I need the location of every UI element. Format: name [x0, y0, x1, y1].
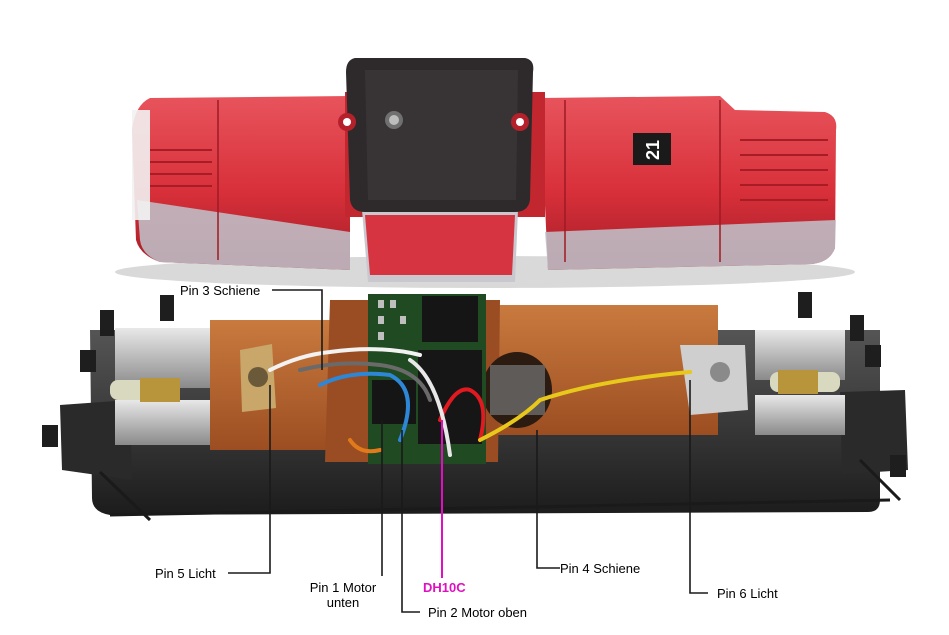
label-pin-6-licht: Pin 6 Licht — [717, 586, 778, 601]
label-pin-5-licht: Pin 5 Licht — [155, 566, 216, 581]
callout-lines — [228, 289, 708, 613]
number-plate-text: 21 — [643, 140, 663, 160]
label-pin-1-motor: Pin 1 Motor unten — [304, 580, 382, 610]
roof-hatch — [338, 58, 534, 212]
label-pin-1-line-2: unten — [326, 595, 360, 610]
label-pin-2-motor-oben: Pin 2 Motor oben — [428, 605, 528, 620]
label-pin-4-schiene: Pin 4 Schiene — [560, 561, 641, 576]
number-plate: 21 — [633, 133, 671, 165]
label-pin-1-line-1: Pin 1 Motor — [309, 580, 377, 595]
label-pin-3-schiene: Pin 3 Schiene — [180, 283, 261, 298]
label-decoder-dh10c: DH10C — [423, 580, 466, 595]
